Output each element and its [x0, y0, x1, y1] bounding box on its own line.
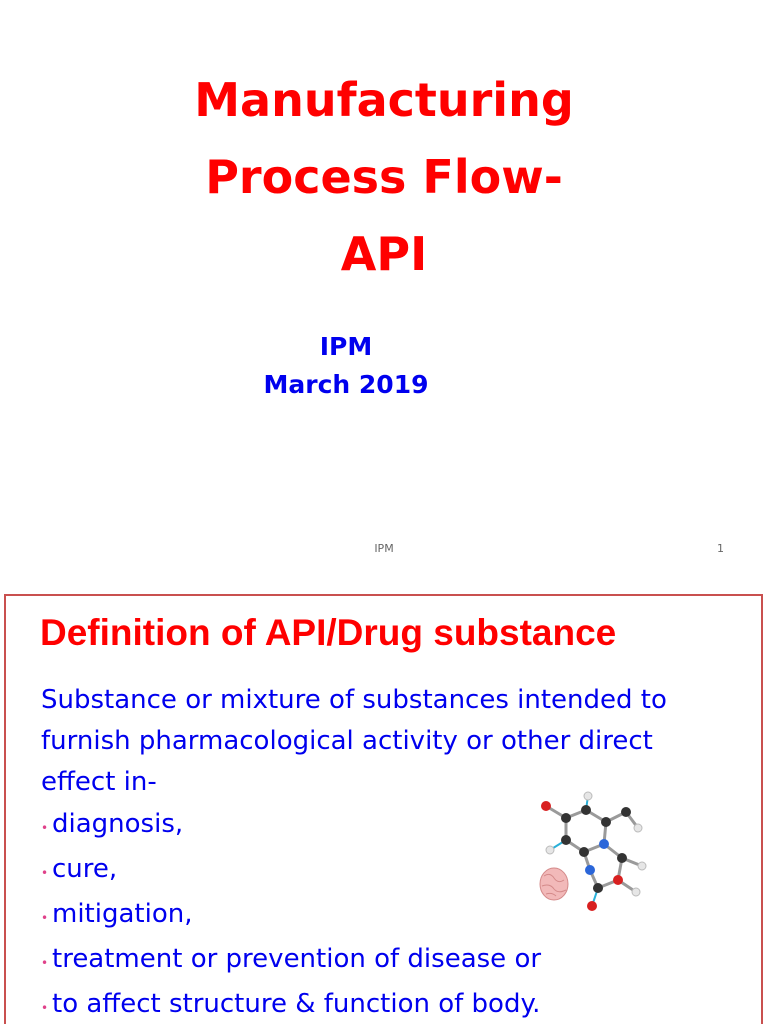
bullet-icon: •: [41, 1001, 49, 1015]
footer-text: IPM: [374, 542, 394, 555]
molecule-structure-icon: [539, 791, 647, 911]
bullet-list: •diagnosis, •cure, •mitigation, •treatme…: [41, 804, 601, 1024]
list-item: •mitigation,: [41, 894, 601, 939]
slide-subtitle: IPM March 2019: [196, 328, 496, 404]
bullet-icon: •: [41, 821, 49, 835]
slide-title-line: Manufacturing: [194, 73, 574, 127]
list-item-text: to affect structure & function of body.: [52, 989, 541, 1019]
bullet-icon: •: [41, 866, 49, 880]
list-item: •to affect structure & function of body.: [41, 984, 601, 1024]
slide-title-line: API: [340, 227, 428, 281]
page-number: 1: [717, 542, 724, 555]
slide-title-line: Process Flow-: [205, 150, 563, 204]
author-label: IPM: [319, 332, 373, 361]
definition-slide: Definition of API/Drug substance Substan…: [4, 594, 763, 1024]
list-item-text: diagnosis,: [52, 809, 184, 839]
slide-title: Manufacturing Process Flow- API: [84, 62, 684, 293]
definition-paragraph: Substance or mixture of substances inten…: [41, 685, 667, 797]
slide-separator: [0, 570, 768, 594]
bullet-icon: •: [41, 911, 49, 925]
date-label: March 2019: [263, 370, 429, 399]
bullet-icon: •: [41, 956, 49, 970]
title-slide: Manufacturing Process Flow- API IPM Marc…: [84, 62, 724, 555]
list-item-text: treatment or prevention of disease or: [52, 944, 542, 974]
slide-heading: Definition of API/Drug substance: [40, 612, 617, 653]
list-item-text: cure,: [52, 854, 118, 884]
list-item: •cure,: [41, 849, 601, 894]
list-item: •diagnosis,: [41, 804, 601, 849]
list-item: •treatment or prevention of disease or: [41, 939, 601, 984]
list-item-text: mitigation,: [52, 899, 193, 929]
